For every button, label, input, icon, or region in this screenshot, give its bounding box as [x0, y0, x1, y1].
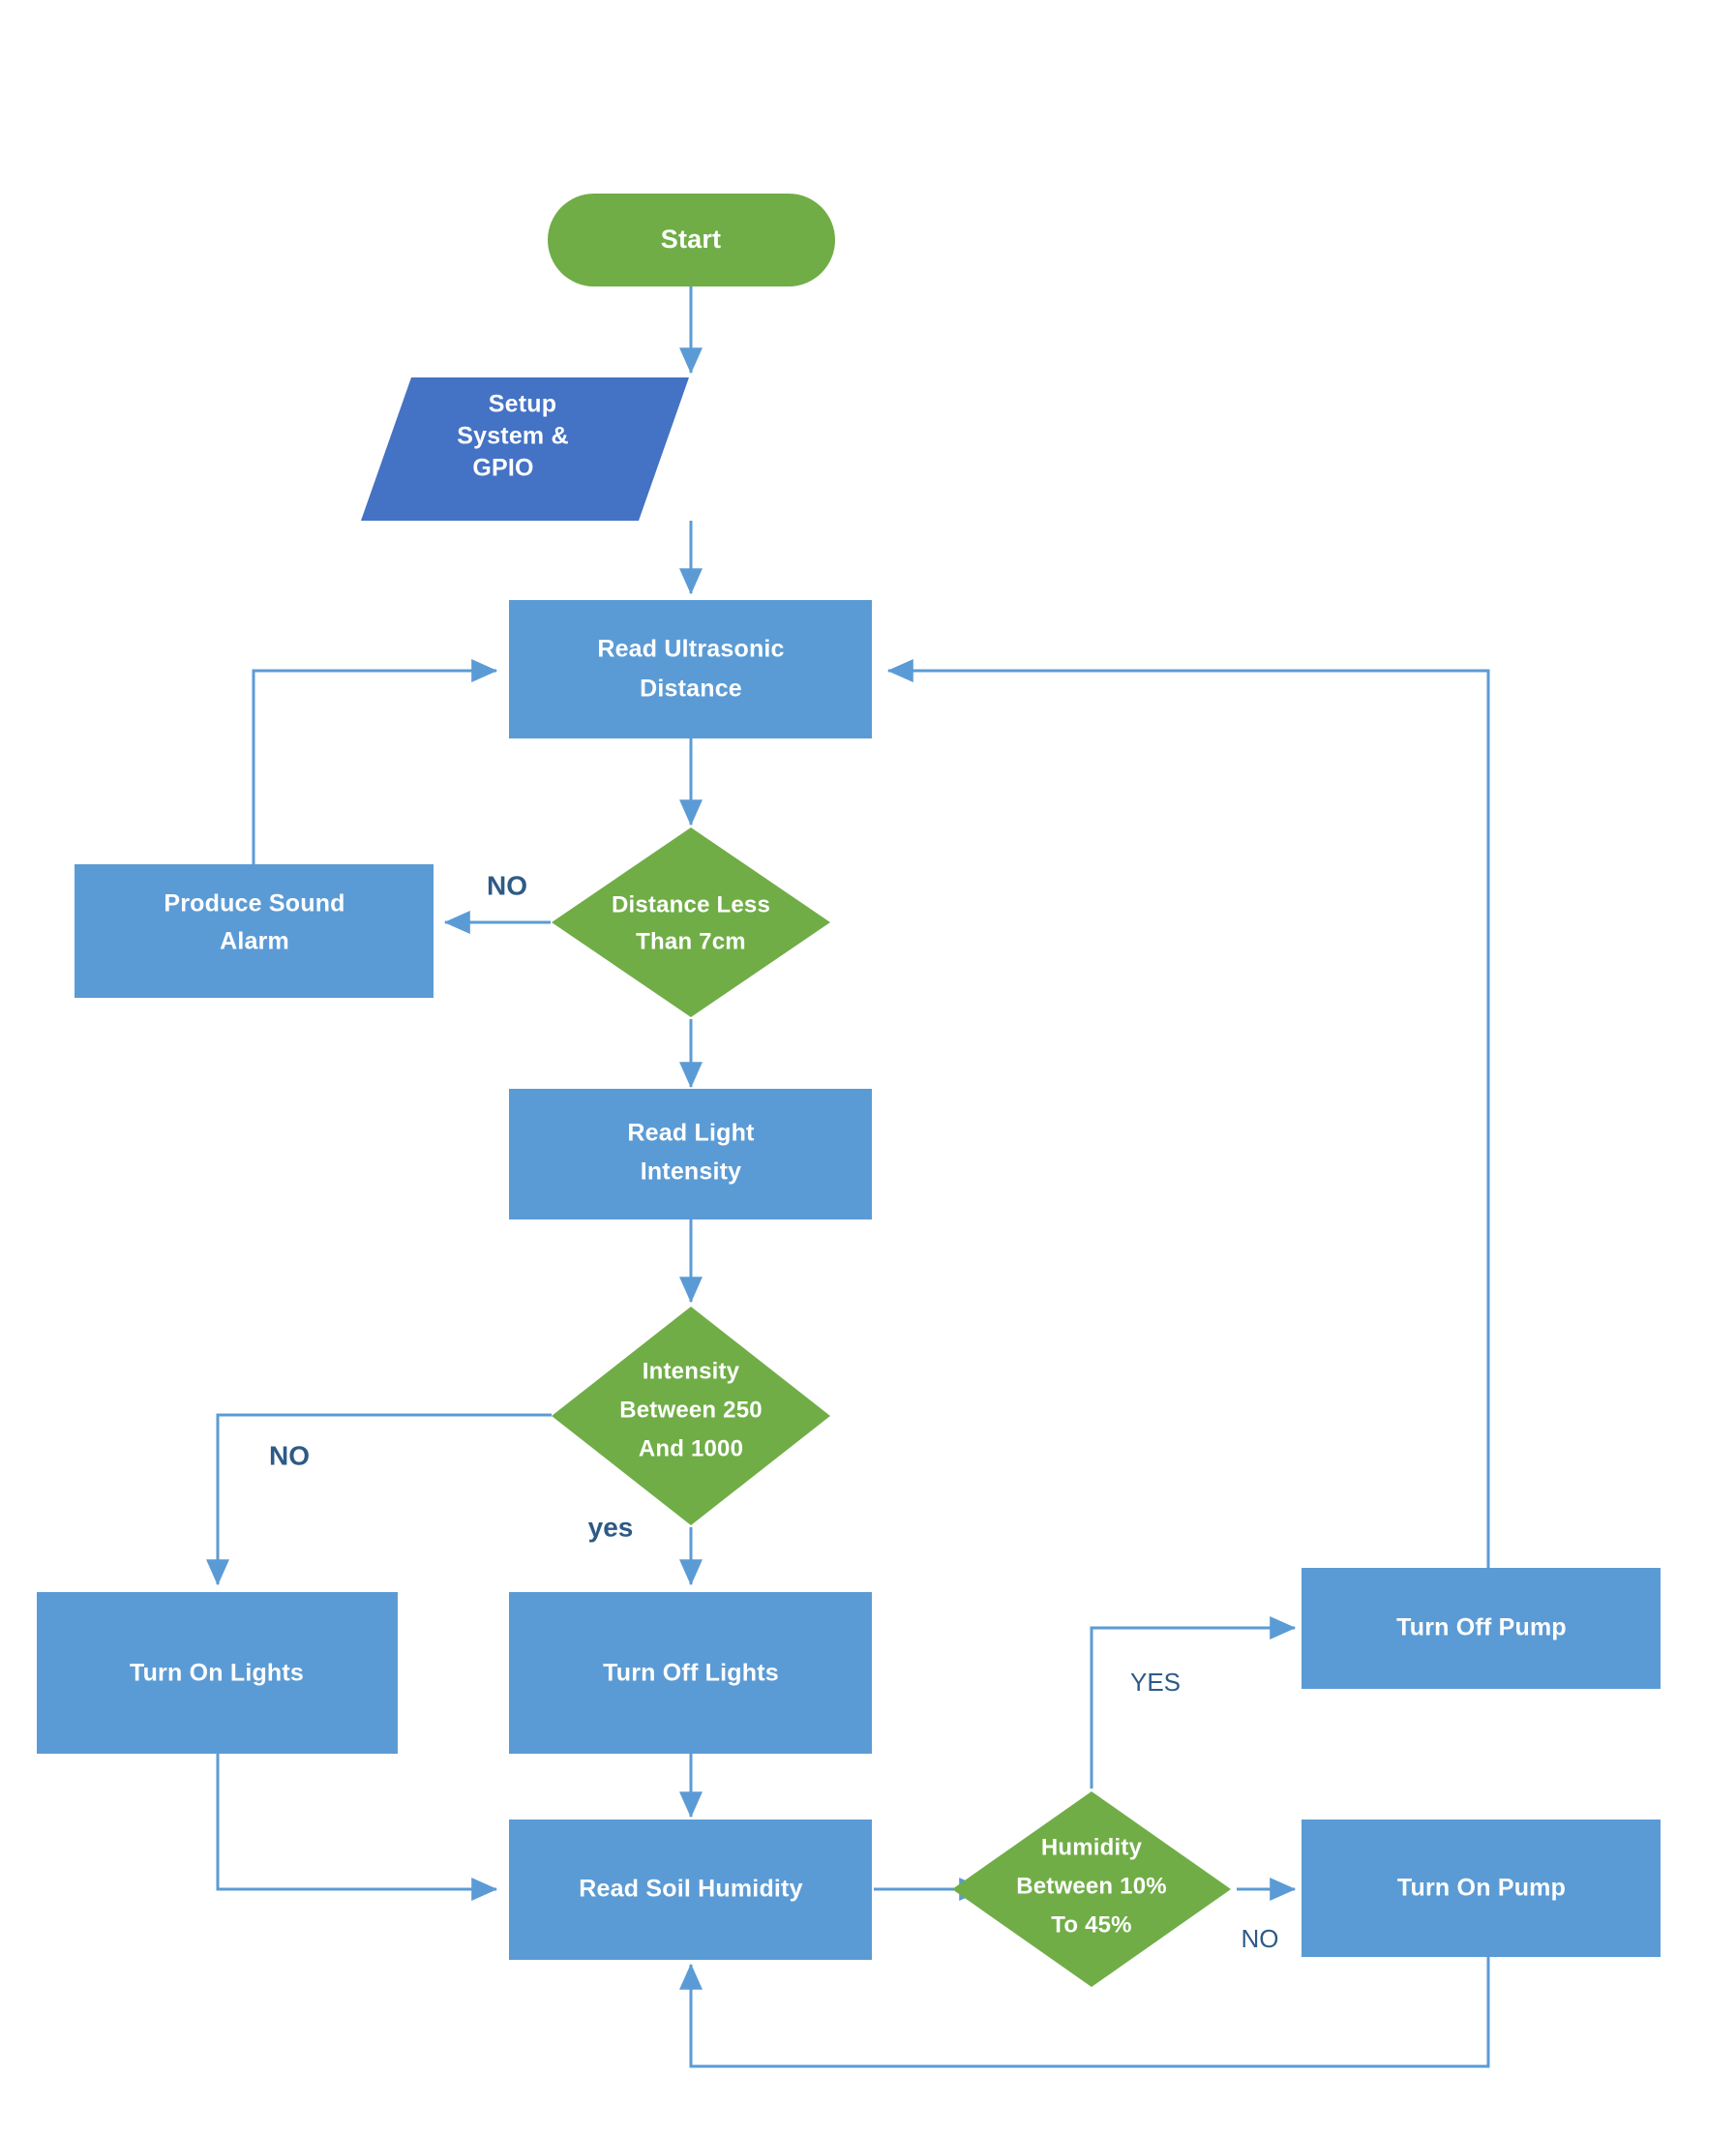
node-start-label: Start: [661, 225, 722, 254]
node-read-light-line-1: Read Light: [627, 1120, 755, 1147]
node-turn-off-pump[interactable]: Turn Off Pump: [1302, 1568, 1661, 1689]
node-humidity-check[interactable]: Humidity Between 10% To 45%: [952, 1791, 1231, 1987]
node-humidity-check-line-1: Humidity: [1041, 1834, 1143, 1860]
node-turn-on-pump[interactable]: Turn On Pump: [1302, 1820, 1661, 1957]
node-read-ultrasonic-line-1: Read Ultrasonic: [597, 636, 784, 663]
node-read-soil-humidity-label: Read Soil Humidity: [579, 1876, 802, 1903]
node-setup-line-1: Setup: [489, 391, 556, 418]
node-start[interactable]: Start: [548, 194, 835, 286]
edge-label-humidity-no: NO: [1242, 1924, 1279, 1953]
node-turn-on-lights[interactable]: Turn On Lights: [37, 1592, 398, 1754]
edge-label-distance-no: NO: [487, 870, 527, 900]
node-turn-off-pump-label: Turn Off Pump: [1396, 1614, 1567, 1641]
node-intensity-check-line-2: Between 250: [619, 1397, 763, 1423]
edge-humidity-yes-to-pump-off: [1090, 1616, 1297, 1789]
edge-label-humidity-yes: YES: [1130, 1668, 1181, 1697]
edge-pump-off-to-read-ultrasonic: [886, 659, 1490, 1568]
node-turn-on-pump-label: Turn On Pump: [1397, 1875, 1566, 1902]
edge-label-intensity-yes: yes: [588, 1512, 634, 1542]
node-turn-off-lights[interactable]: Turn Off Lights: [509, 1592, 872, 1754]
edge-lights-on-to-read-humidity: [216, 1754, 498, 1901]
node-distance-check-line-1: Distance Less: [612, 891, 770, 918]
edge-pump-on-to-read-humidity: [679, 1957, 1490, 2068]
node-humidity-check-line-2: Between 10%: [1016, 1873, 1167, 1899]
node-intensity-check-line-3: And 1000: [639, 1435, 743, 1461]
node-sound-alarm-line-2: Alarm: [220, 928, 289, 955]
node-humidity-check-line-3: To 45%: [1051, 1911, 1131, 1938]
edge-label-intensity-no: NO: [269, 1440, 310, 1470]
edge-labels: NO NO yes YES NO: [269, 870, 1279, 1952]
node-setup-line-2: System &: [457, 423, 569, 450]
node-distance-check[interactable]: Distance Less Than 7cm: [552, 827, 830, 1017]
node-read-light-intensity[interactable]: Read Light Intensity: [509, 1089, 872, 1219]
node-distance-check-line-2: Than 7cm: [636, 928, 746, 954]
node-intensity-check[interactable]: Intensity Between 250 And 1000: [552, 1307, 830, 1525]
node-turn-on-lights-label: Turn On Lights: [130, 1660, 304, 1687]
node-read-ultrasonic-distance[interactable]: Read Ultrasonic Distance: [509, 600, 872, 738]
node-sound-alarm-line-1: Produce Sound: [164, 890, 344, 918]
edge-intensity-no-to-lights-on: [206, 1413, 552, 1586]
node-setup-system-gpio[interactable]: Setup System & GPIO: [361, 377, 689, 521]
node-read-light-line-2: Intensity: [641, 1158, 742, 1186]
node-produce-sound-alarm[interactable]: Produce Sound Alarm: [75, 864, 434, 998]
edge-sound-alarm-to-read-ultrasonic: [252, 659, 498, 864]
node-read-ultrasonic-line-2: Distance: [640, 676, 742, 703]
connectors: [206, 286, 1490, 2068]
node-setup-line-3: GPIO: [472, 455, 533, 482]
node-read-soil-humidity[interactable]: Read Soil Humidity: [509, 1820, 872, 1960]
node-turn-off-lights-label: Turn Off Lights: [603, 1660, 779, 1687]
node-intensity-check-line-1: Intensity: [643, 1358, 740, 1384]
